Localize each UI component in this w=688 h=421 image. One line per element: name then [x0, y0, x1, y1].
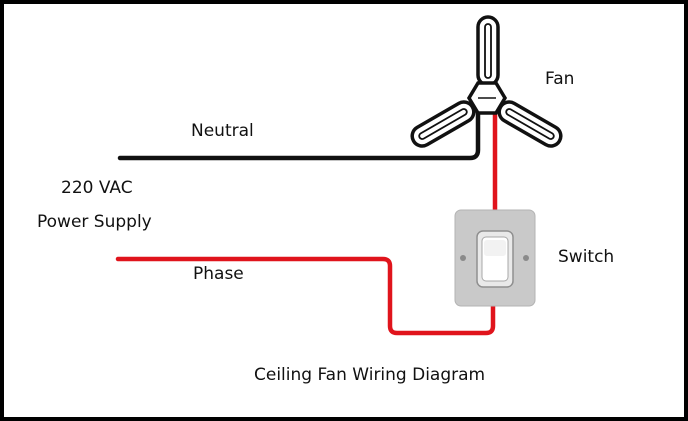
neutral-wire	[117, 109, 481, 161]
switch-label: Switch	[558, 247, 615, 267]
neutral-label: Neutral	[191, 121, 254, 141]
fan-label: Fan	[545, 69, 575, 89]
rocker-switch-icon	[454, 209, 536, 307]
phase-label: Phase	[193, 264, 244, 284]
voltage-label: 220 VAC	[61, 178, 133, 198]
ceiling-fan-icon	[410, 15, 563, 148]
phase-wire	[115, 256, 496, 336]
diagram-caption: Ceiling Fan Wiring Diagram	[254, 365, 486, 385]
power-supply-label: Power Supply	[37, 212, 152, 232]
